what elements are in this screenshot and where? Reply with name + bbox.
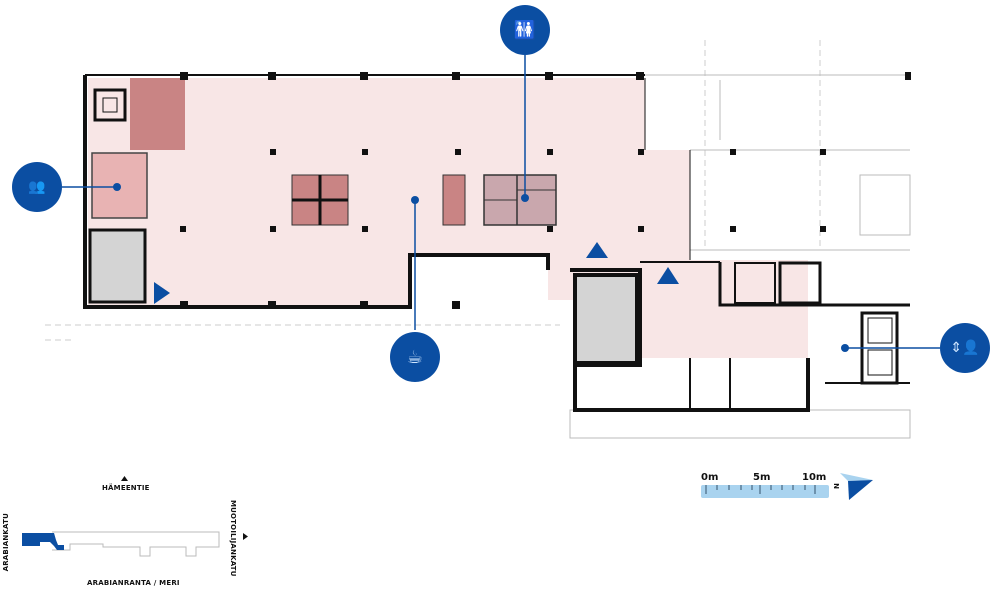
street-label-east: MUOTOILIJANKATU — [229, 500, 237, 577]
marker-leaders — [62, 55, 940, 349]
north-label: N — [831, 483, 840, 489]
toilets-point — [521, 194, 529, 202]
storage-room — [442, 174, 466, 226]
elevator-icon: ⇕👤 — [950, 340, 980, 356]
scale-label-5: 5m — [753, 472, 771, 483]
elevator-point — [841, 344, 849, 352]
east-arrow-icon — [243, 533, 248, 540]
toilets-icon: 🚻 — [513, 19, 537, 41]
neighbour-walls — [569, 74, 911, 439]
coffee-cup-icon: ☕ — [406, 346, 424, 368]
cafe-marker[interactable]: ☕ — [390, 332, 440, 382]
compass-icon — [840, 473, 873, 500]
cafe-point — [411, 196, 419, 204]
entrance-arrow-icon — [657, 267, 679, 284]
lift-left — [93, 88, 127, 122]
elevator-marker[interactable]: ⇕👤 — [940, 323, 990, 373]
stairs-center — [573, 273, 639, 365]
group-icon: 👥 — [28, 179, 46, 195]
street-label-north: HÄMEENTIE — [102, 484, 150, 492]
room-top-left — [130, 78, 185, 150]
walls — [83, 74, 910, 412]
north-arrow-icon — [121, 476, 128, 481]
locator-map — [22, 476, 248, 557]
entrance-arrow-icon — [586, 242, 608, 258]
columns — [180, 72, 911, 309]
scale-label-0: 0m — [701, 472, 719, 483]
meeting-point — [113, 183, 121, 191]
scale-label-10: 10m — [802, 472, 827, 483]
street-label-south: ARABIANRANTA / MERI — [87, 579, 180, 587]
street-label-west: ARABIANKATU — [2, 513, 10, 572]
toilets-marker[interactable]: 🚻 — [500, 5, 550, 55]
entrance-arrow-icon — [154, 282, 170, 304]
meeting-room-marker[interactable]: 👥 — [12, 162, 62, 212]
scale-ticks — [705, 485, 816, 494]
stairs-left — [88, 228, 147, 304]
current-area-highlight — [22, 533, 64, 550]
scale-bar — [701, 485, 829, 498]
